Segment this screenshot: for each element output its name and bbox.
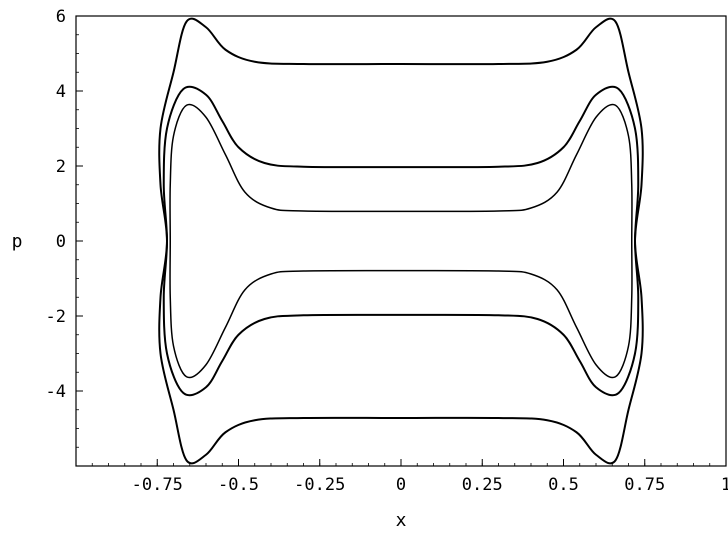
x-axis-label: x [396, 510, 407, 531]
tick-layer [75, 15, 727, 467]
y-tick-label: 2 [56, 157, 66, 177]
orbit-curve-2 [162, 85, 640, 397]
x-tick-label: -0.5 [218, 475, 259, 495]
x-tick-label: 0.75 [624, 475, 665, 495]
curve-layer [158, 17, 644, 465]
plot-frame [75, 15, 727, 467]
tick-label-layer: -0.75 -0.5 -0.25 0 0.25 0.5 0.75 1 6 4 2 0 -2 -4 [46, 7, 728, 495]
x-tick-label: 1 [721, 475, 728, 495]
y-tick-label: -4 [46, 382, 66, 402]
orbit-curve-3 [169, 103, 633, 379]
x-tick-label: -0.75 [132, 475, 183, 495]
orbit-curve-1 [158, 17, 644, 465]
y-tick-label: 4 [56, 82, 66, 102]
y-axis-label: p [12, 231, 23, 252]
x-tick-label: 0 [396, 475, 406, 495]
y-tick-label: 6 [56, 7, 66, 27]
x-tick-label: -0.25 [294, 475, 345, 495]
y-tick-label: -2 [46, 307, 66, 327]
x-tick-label: 0.25 [462, 475, 503, 495]
x-tick-label: 0.5 [548, 475, 579, 495]
y-tick-label: 0 [56, 232, 66, 252]
